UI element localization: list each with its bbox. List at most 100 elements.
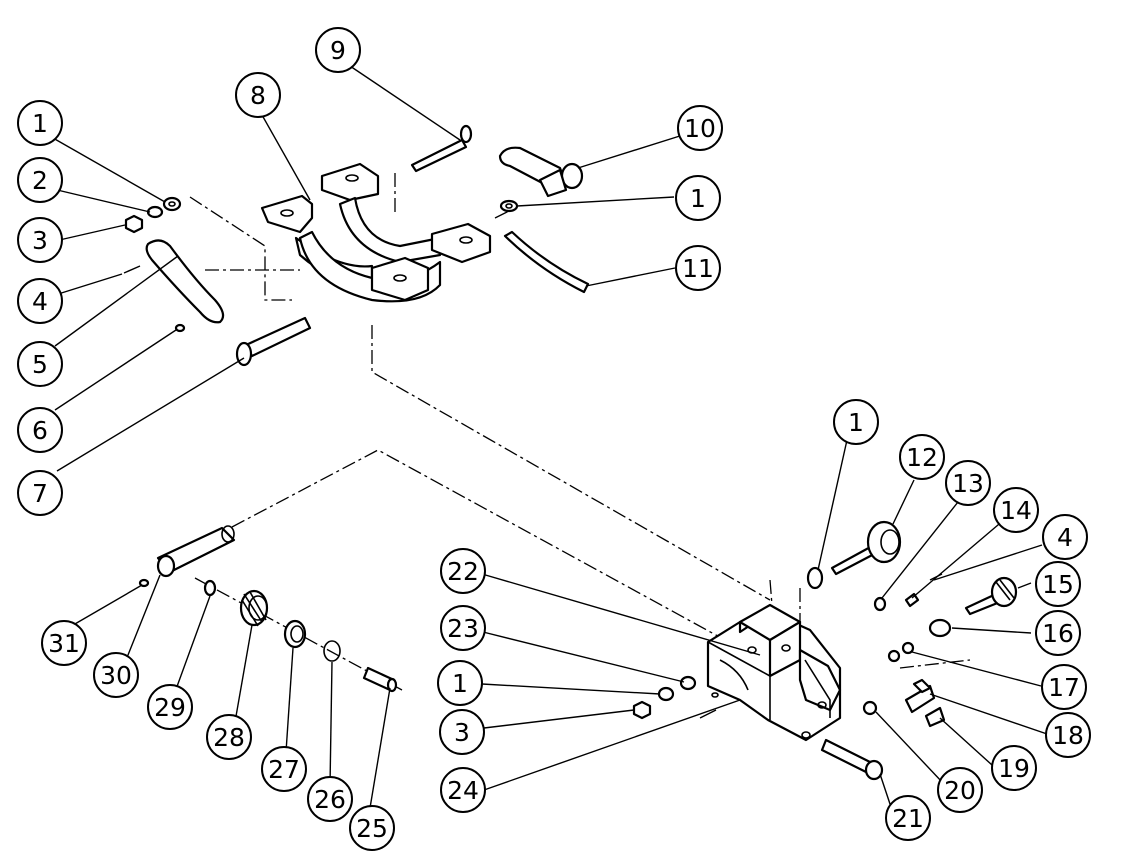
callout-label: 13 xyxy=(952,469,984,498)
callout-label: 26 xyxy=(314,785,346,814)
pivot-pin-part-7 xyxy=(235,316,312,367)
callout-28: 28 xyxy=(206,714,252,760)
disc-part-16 xyxy=(928,618,952,638)
nut-part-3-lower xyxy=(632,700,652,720)
callout-label: 20 xyxy=(944,776,976,805)
bolt-part-9 xyxy=(410,124,473,173)
washer-part-1-left xyxy=(162,196,182,212)
callout-7: 7 xyxy=(17,470,63,516)
callout-1-lower-left: 1 xyxy=(437,660,483,706)
washer-part-1-lower-right xyxy=(806,566,824,590)
trunnion-bracket-part-8 xyxy=(260,162,492,303)
washer-part-23 xyxy=(679,675,697,691)
screw-part-4-left xyxy=(123,265,141,274)
callout-label: 1 xyxy=(32,109,48,138)
washer-part-1-upper-right xyxy=(499,199,519,213)
callout-label: 4 xyxy=(1057,523,1073,552)
retaining-ring-part-26 xyxy=(323,640,341,662)
callout-label: 4 xyxy=(32,287,48,316)
callout-label: 11 xyxy=(682,254,714,283)
callout-label: 3 xyxy=(454,718,470,747)
callout-label: 22 xyxy=(447,557,479,586)
callout-label: 10 xyxy=(684,114,716,143)
shaft-part-30 xyxy=(156,525,236,578)
callout-label: 18 xyxy=(1052,721,1084,750)
callout-14: 14 xyxy=(993,487,1039,533)
lock-lever-part-10 xyxy=(498,146,584,198)
callout-label: 6 xyxy=(32,416,48,445)
callout-15: 15 xyxy=(1035,561,1081,607)
callout-23: 23 xyxy=(440,605,486,651)
callout-label: 1 xyxy=(452,669,468,698)
callout-label: 2 xyxy=(32,166,48,195)
callout-21: 21 xyxy=(885,795,931,841)
callout-label: 28 xyxy=(213,723,245,752)
bearing-part-27 xyxy=(283,619,307,649)
alignment-lines xyxy=(189,173,971,691)
gear-part-28 xyxy=(239,589,269,627)
callout-26: 26 xyxy=(307,776,353,822)
callout-label: 25 xyxy=(356,814,388,843)
callout-22: 22 xyxy=(440,548,486,594)
ring-part-29 xyxy=(203,579,217,597)
callout-30: 30 xyxy=(93,652,139,698)
screw-part-31 xyxy=(138,578,150,588)
callout-10: 10 xyxy=(677,105,723,151)
callout-label: 23 xyxy=(447,614,479,643)
screw-part-24 xyxy=(699,709,717,719)
scale-arc-part-11 xyxy=(503,230,590,294)
callout-16: 16 xyxy=(1035,610,1081,656)
callout-label: 15 xyxy=(1042,570,1074,599)
callout-24: 24 xyxy=(440,767,486,813)
nut-part-13 xyxy=(873,596,887,612)
shaft-part-21 xyxy=(820,738,884,781)
callout-13: 13 xyxy=(945,460,991,506)
callout-29: 29 xyxy=(147,684,193,730)
callout-label: 8 xyxy=(250,81,266,110)
callout-bubbles: 1 2 3 4 5 6 7 8 xyxy=(17,27,1091,851)
callout-1-upper-right: 1 xyxy=(675,175,721,221)
callout-label: 14 xyxy=(1000,496,1032,525)
pin-part-25 xyxy=(362,666,398,693)
callout-18: 18 xyxy=(1045,712,1091,758)
callout-label: 17 xyxy=(1048,673,1080,702)
clip-part-14 xyxy=(904,592,920,608)
callout-12: 12 xyxy=(899,434,945,480)
callout-label: 29 xyxy=(154,693,186,722)
callout-9: 9 xyxy=(315,27,361,73)
callout-27: 27 xyxy=(261,746,307,792)
callout-label: 31 xyxy=(48,629,80,658)
callout-5: 5 xyxy=(17,341,63,387)
callout-label: 21 xyxy=(892,804,924,833)
lock-washer-part-2 xyxy=(146,205,164,219)
callout-label: 3 xyxy=(32,226,48,255)
pointer-part-5 xyxy=(145,239,225,324)
screw-part-19 xyxy=(924,706,946,728)
washer-part-1-lower-left xyxy=(657,686,675,702)
callout-label: 24 xyxy=(447,776,479,805)
callout-label: 27 xyxy=(268,755,300,784)
callout-label: 16 xyxy=(1042,619,1074,648)
callout-label: 30 xyxy=(100,661,132,690)
callout-19: 19 xyxy=(991,745,1037,791)
bushing-part-20 xyxy=(862,700,878,716)
callout-2: 2 xyxy=(17,157,63,203)
callout-label: 12 xyxy=(906,443,938,472)
callout-11: 11 xyxy=(675,245,721,291)
callout-label: 19 xyxy=(998,754,1030,783)
callout-3: 3 xyxy=(17,217,63,263)
screw-part-6 xyxy=(174,323,186,333)
leader-lines xyxy=(52,65,1051,817)
knob-part-12 xyxy=(830,520,902,576)
callout-label: 1 xyxy=(848,408,864,437)
callout-8: 8 xyxy=(235,72,281,118)
callout-25: 25 xyxy=(349,805,395,851)
callout-6: 6 xyxy=(17,407,63,453)
callout-4: 4 xyxy=(17,278,63,324)
nut-part-3-left xyxy=(124,214,144,234)
callout-4-right: 4 xyxy=(1042,514,1088,560)
nut-part-17 xyxy=(887,641,915,663)
callout-label: 1 xyxy=(690,184,706,213)
